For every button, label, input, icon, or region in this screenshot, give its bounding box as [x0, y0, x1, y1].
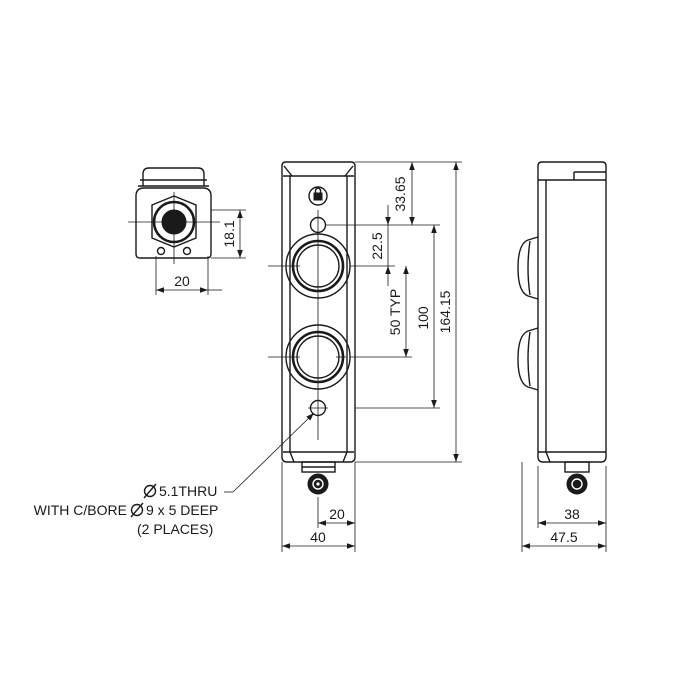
- note-line-2-prefix: WITH C/BORE: [34, 502, 127, 518]
- top-view: [128, 167, 246, 295]
- dim-top-width: 20: [174, 273, 190, 289]
- lock-indicator-icon: [308, 186, 328, 206]
- note-line-2-suffix: 9 x 5 DEEP: [146, 502, 218, 518]
- dim-top-offset: 33.65: [392, 176, 408, 211]
- dim-top-height: 18.1: [221, 220, 237, 247]
- front-view: [268, 161, 356, 495]
- dim-front-width: 40: [310, 529, 326, 545]
- note-line-3: (2 PLACES): [137, 521, 213, 537]
- side-connector-icon: [566, 473, 588, 495]
- side-view: [517, 161, 607, 495]
- dim-screw-spacing: 22.5: [369, 232, 385, 259]
- dim-button-pitch: 50 TYP: [387, 289, 403, 335]
- diameter-symbol-icon: [143, 484, 157, 498]
- dim-overall-length: 164.15: [437, 290, 453, 333]
- hole-note: [130, 483, 157, 518]
- dim-side-overall: 47.5: [550, 529, 577, 545]
- diameter-symbol-icon: [130, 503, 144, 517]
- note-line-1: 5.1THRU: [159, 483, 217, 499]
- dim-mount-spacing: 100: [415, 306, 431, 330]
- dim-side-depth: 38: [564, 506, 580, 522]
- dim-front-center: 20: [329, 506, 345, 522]
